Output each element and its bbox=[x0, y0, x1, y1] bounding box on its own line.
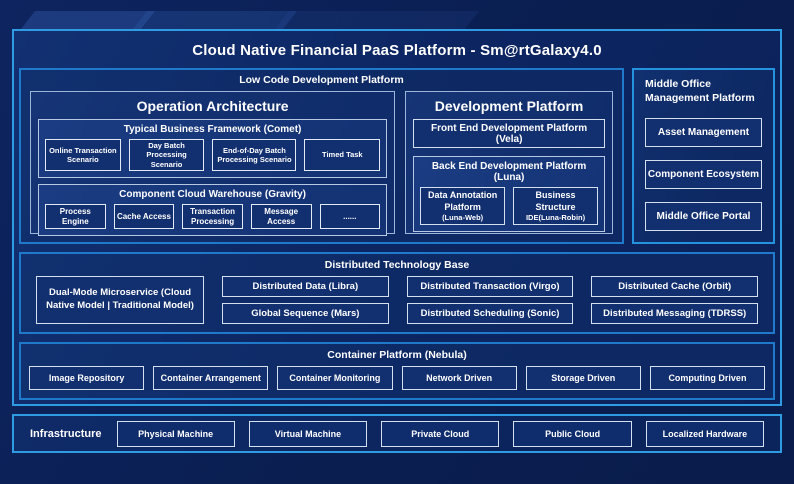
business-structure-ide-box: Business Structure IDE(Luna-Robin) bbox=[513, 187, 598, 226]
scenario-box: Online Transaction Scenario bbox=[45, 139, 121, 172]
physical-machine-box: Physical Machine bbox=[116, 420, 235, 447]
distributed-base-items: Dual-Mode Microservice (Cloud Native Mod… bbox=[36, 276, 759, 324]
component-cloud-warehouse-label: Component Cloud Warehouse (Gravity) bbox=[119, 189, 307, 201]
computing-driven-box: Computing Driven bbox=[649, 366, 766, 390]
middle-office-management-platform-box: Middle Office Management Platform Asset … bbox=[632, 68, 775, 244]
development-platform-box: Development Platform Front End Developme… bbox=[405, 91, 613, 234]
component-cloud-warehouse-box: Component Cloud Warehouse (Gravity) Proc… bbox=[38, 184, 388, 237]
component-box-ellipsis: ...... bbox=[319, 204, 381, 230]
network-driven-box: Network Driven bbox=[401, 366, 517, 390]
container-arrangement-box: Container Arrangement bbox=[153, 366, 269, 390]
component-box: Process Engine bbox=[45, 204, 106, 230]
scenario-box: End-of-Day Batch Processing Scenario bbox=[212, 139, 297, 172]
distributed-messaging-box: Distributed Messaging (TDRSS) bbox=[591, 303, 759, 324]
data-annotation-platform-box: Data Annotation Platform (Luna-Web) bbox=[420, 187, 506, 226]
storage-driven-box: Storage Driven bbox=[525, 366, 641, 390]
top-row: Low Code Development Platform Operation … bbox=[19, 68, 775, 244]
tool-name: Data Annotation Platform bbox=[428, 190, 498, 212]
platform-panel: Cloud Native Financial PaaS Platform - S… bbox=[12, 29, 782, 406]
component-warehouse-items: Process Engine Cache Access Transaction … bbox=[45, 204, 381, 230]
header-deco-stripe bbox=[132, 11, 298, 29]
asset-management-box: Asset Management bbox=[645, 118, 762, 148]
image-repository-box: Image Repository bbox=[29, 366, 145, 390]
back-end-platform-box: Back End Development Platform (Luna) Dat… bbox=[413, 156, 605, 233]
middle-office-portal-box: Middle Office Portal bbox=[645, 202, 762, 232]
development-platform-title: Development Platform bbox=[434, 98, 584, 114]
back-end-items: Data Annotation Platform (Luna-Web) Busi… bbox=[420, 187, 598, 226]
tool-subname: IDE(Luna-Robin) bbox=[525, 213, 586, 223]
scenario-box: Day Batch Processing Scenario bbox=[128, 139, 205, 172]
front-end-platform-box: Front End Development Platform (Vela) bbox=[413, 119, 605, 148]
distributed-column: Distributed Transaction (Virgo) Distribu… bbox=[406, 276, 574, 324]
operation-architecture-title: Operation Architecture bbox=[136, 98, 289, 114]
infrastructure-box: Infrastructure Physical Machine Virtual … bbox=[12, 414, 782, 453]
distributed-cache-box: Distributed Cache (Orbit) bbox=[591, 276, 759, 297]
header-deco-stripe bbox=[274, 11, 480, 29]
infrastructure-items: Physical Machine Virtual Machine Private… bbox=[116, 420, 765, 447]
infrastructure-label: Infrastructure bbox=[30, 427, 102, 440]
typical-business-framework-box: Typical Business Framework (Comet) Onlin… bbox=[38, 119, 388, 179]
typical-business-framework-label: Typical Business Framework (Comet) bbox=[123, 124, 302, 135]
component-box: Message Access bbox=[250, 204, 312, 230]
low-code-platform-label: Low Code Development Platform bbox=[239, 74, 404, 86]
public-cloud-box: Public Cloud bbox=[513, 420, 632, 447]
typical-business-items: Online Transaction Scenario Day Batch Pr… bbox=[45, 139, 381, 172]
container-platform-box: Container Platform (Nebula) Image Reposi… bbox=[19, 342, 775, 400]
distributed-scheduling-box: Distributed Scheduling (Sonic) bbox=[406, 303, 574, 324]
container-platform-items: Image Repository Container Arrangement C… bbox=[29, 366, 766, 390]
distributed-technology-base-box: Distributed Technology Base Dual-Mode Mi… bbox=[19, 252, 775, 334]
component-box: Transaction Processing bbox=[182, 204, 243, 230]
distributed-column: Distributed Cache (Orbit) Distributed Me… bbox=[591, 276, 759, 324]
distributed-data-box: Distributed Data (Libra) bbox=[222, 276, 389, 297]
low-code-development-platform-box: Low Code Development Platform Operation … bbox=[19, 68, 624, 244]
distributed-transaction-box: Distributed Transaction (Virgo) bbox=[406, 276, 574, 297]
global-sequence-box: Global Sequence (Mars) bbox=[222, 303, 389, 324]
back-end-platform-label: Back End Development Platform (Luna) bbox=[431, 161, 587, 183]
container-monitoring-box: Container Monitoring bbox=[277, 366, 393, 390]
private-cloud-box: Private Cloud bbox=[381, 420, 500, 447]
operation-architecture-box: Operation Architecture Typical Business … bbox=[30, 91, 396, 237]
localized-hardware-box: Localized Hardware bbox=[645, 420, 765, 447]
dual-mode-microservice-box: Dual-Mode Microservice (Cloud Native Mod… bbox=[36, 276, 204, 324]
page-title: Cloud Native Financial PaaS Platform - S… bbox=[192, 42, 602, 59]
distributed-base-label: Distributed Technology Base bbox=[324, 259, 470, 271]
virtual-machine-box: Virtual Machine bbox=[248, 420, 368, 447]
container-platform-label: Container Platform (Nebula) bbox=[327, 349, 467, 361]
scenario-box: Timed Task bbox=[304, 139, 381, 172]
distributed-column: Distributed Data (Libra) Global Sequence… bbox=[222, 276, 389, 324]
component-ecosystem-box: Component Ecosystem bbox=[645, 160, 762, 190]
middle-office-label: Middle Office Management Platform bbox=[645, 78, 755, 104]
component-box: Cache Access bbox=[113, 204, 175, 230]
tool-name: Business Structure bbox=[535, 190, 576, 212]
tool-subname: (Luna-Web) bbox=[442, 213, 484, 223]
